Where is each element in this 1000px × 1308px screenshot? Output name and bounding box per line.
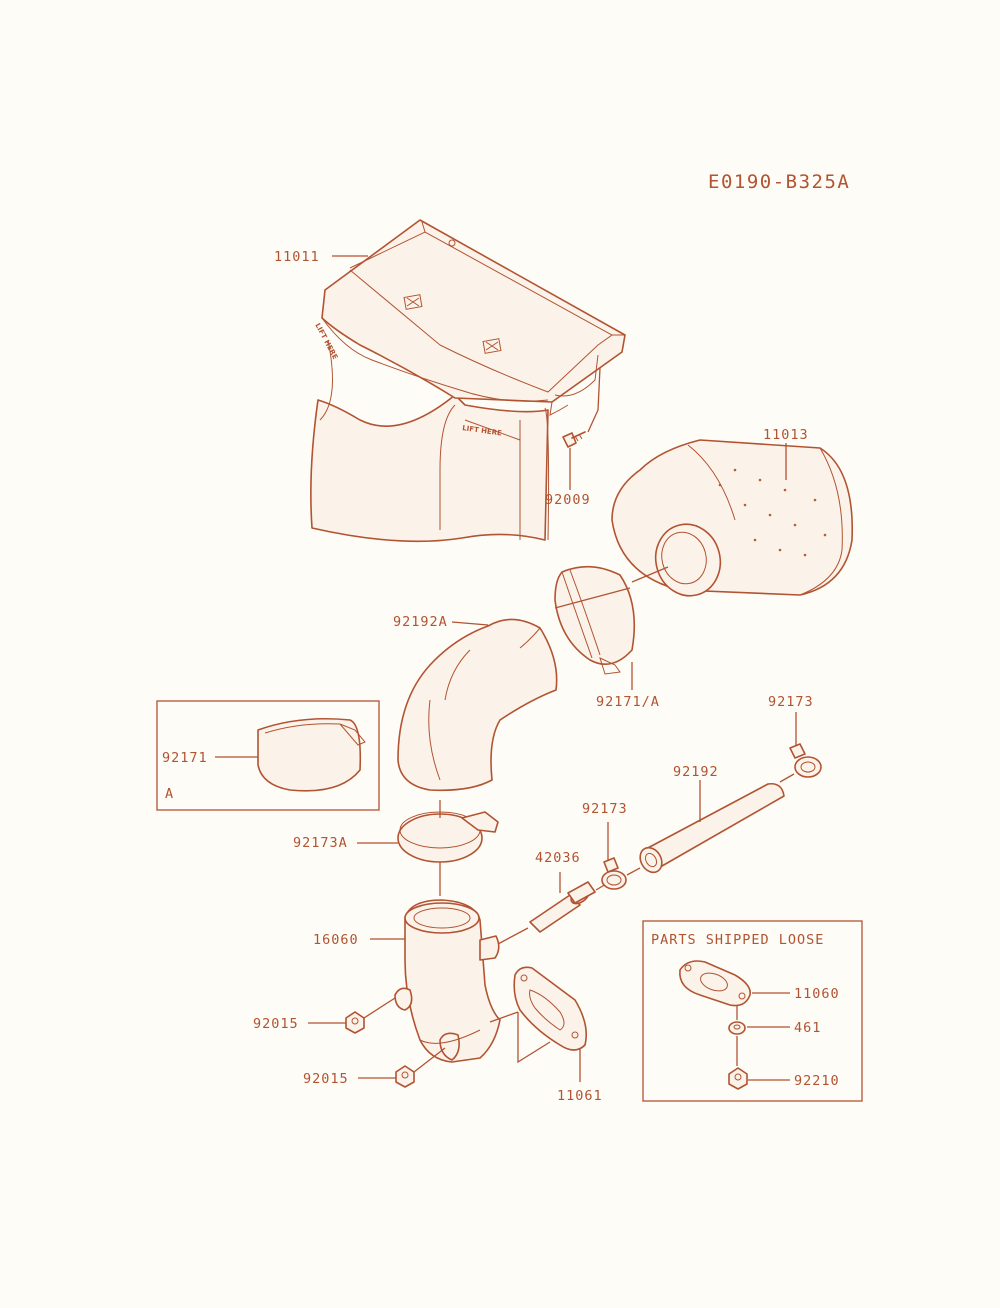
label-461: 461	[794, 1020, 821, 1036]
label-inset-a: A	[165, 786, 174, 802]
part-16060-pipe[interactable]	[394, 899, 501, 1063]
parts-shipped-loose-box	[642, 920, 863, 1102]
loose-box-title: PARTS SHIPPED LOOSE	[651, 932, 824, 948]
part-42036-joint[interactable]	[529, 881, 596, 933]
part-92015-nut-bottom[interactable]	[395, 1065, 415, 1088]
part-92173A-clamp[interactable]	[397, 811, 499, 863]
part-92173-clamp-top[interactable]	[789, 743, 822, 778]
part-92009-screw[interactable]	[562, 431, 586, 448]
part-92192A-elbow-hose[interactable]	[397, 618, 558, 792]
label-92171A: 92171/A	[596, 694, 660, 710]
diagram-code: E0190-B325A	[708, 171, 850, 193]
label-92173-top: 92173	[768, 694, 814, 710]
label-92173A: 92173A	[293, 835, 348, 851]
label-92015-bottom: 92015	[303, 1071, 349, 1087]
label-92192A: 92192A	[393, 614, 448, 630]
part-461-washer[interactable]	[728, 1021, 746, 1035]
part-11013-element[interactable]	[611, 439, 854, 603]
label-92192: 92192	[673, 764, 719, 780]
label-11060: 11060	[794, 986, 840, 1002]
label-92015-top: 92015	[253, 1016, 299, 1032]
label-92009: 92009	[545, 492, 591, 508]
part-11011-cover[interactable]: LIFT HERE LIFT HERE	[310, 219, 626, 543]
part-92192-hose[interactable]	[636, 782, 785, 877]
label-92171: 92171	[162, 750, 208, 766]
part-11060-gasket[interactable]	[679, 960, 752, 1007]
part-92173-clamp-mid[interactable]	[601, 857, 627, 890]
label-42036: 42036	[535, 850, 581, 866]
label-11061: 11061	[557, 1088, 603, 1104]
label-92210: 92210	[794, 1073, 840, 1089]
inset-a-box	[156, 700, 380, 811]
part-11061-gasket[interactable]	[513, 966, 588, 1051]
part-92171-clamp[interactable]	[257, 718, 366, 792]
part-92015-nut-top[interactable]	[345, 1011, 365, 1034]
label-11011: 11011	[274, 249, 320, 265]
part-92171A-clamp[interactable]	[554, 565, 636, 675]
part-92210-nut[interactable]	[728, 1067, 748, 1090]
label-11013: 11013	[763, 427, 809, 443]
label-92173-mid: 92173	[582, 801, 628, 817]
label-16060: 16060	[313, 932, 359, 948]
